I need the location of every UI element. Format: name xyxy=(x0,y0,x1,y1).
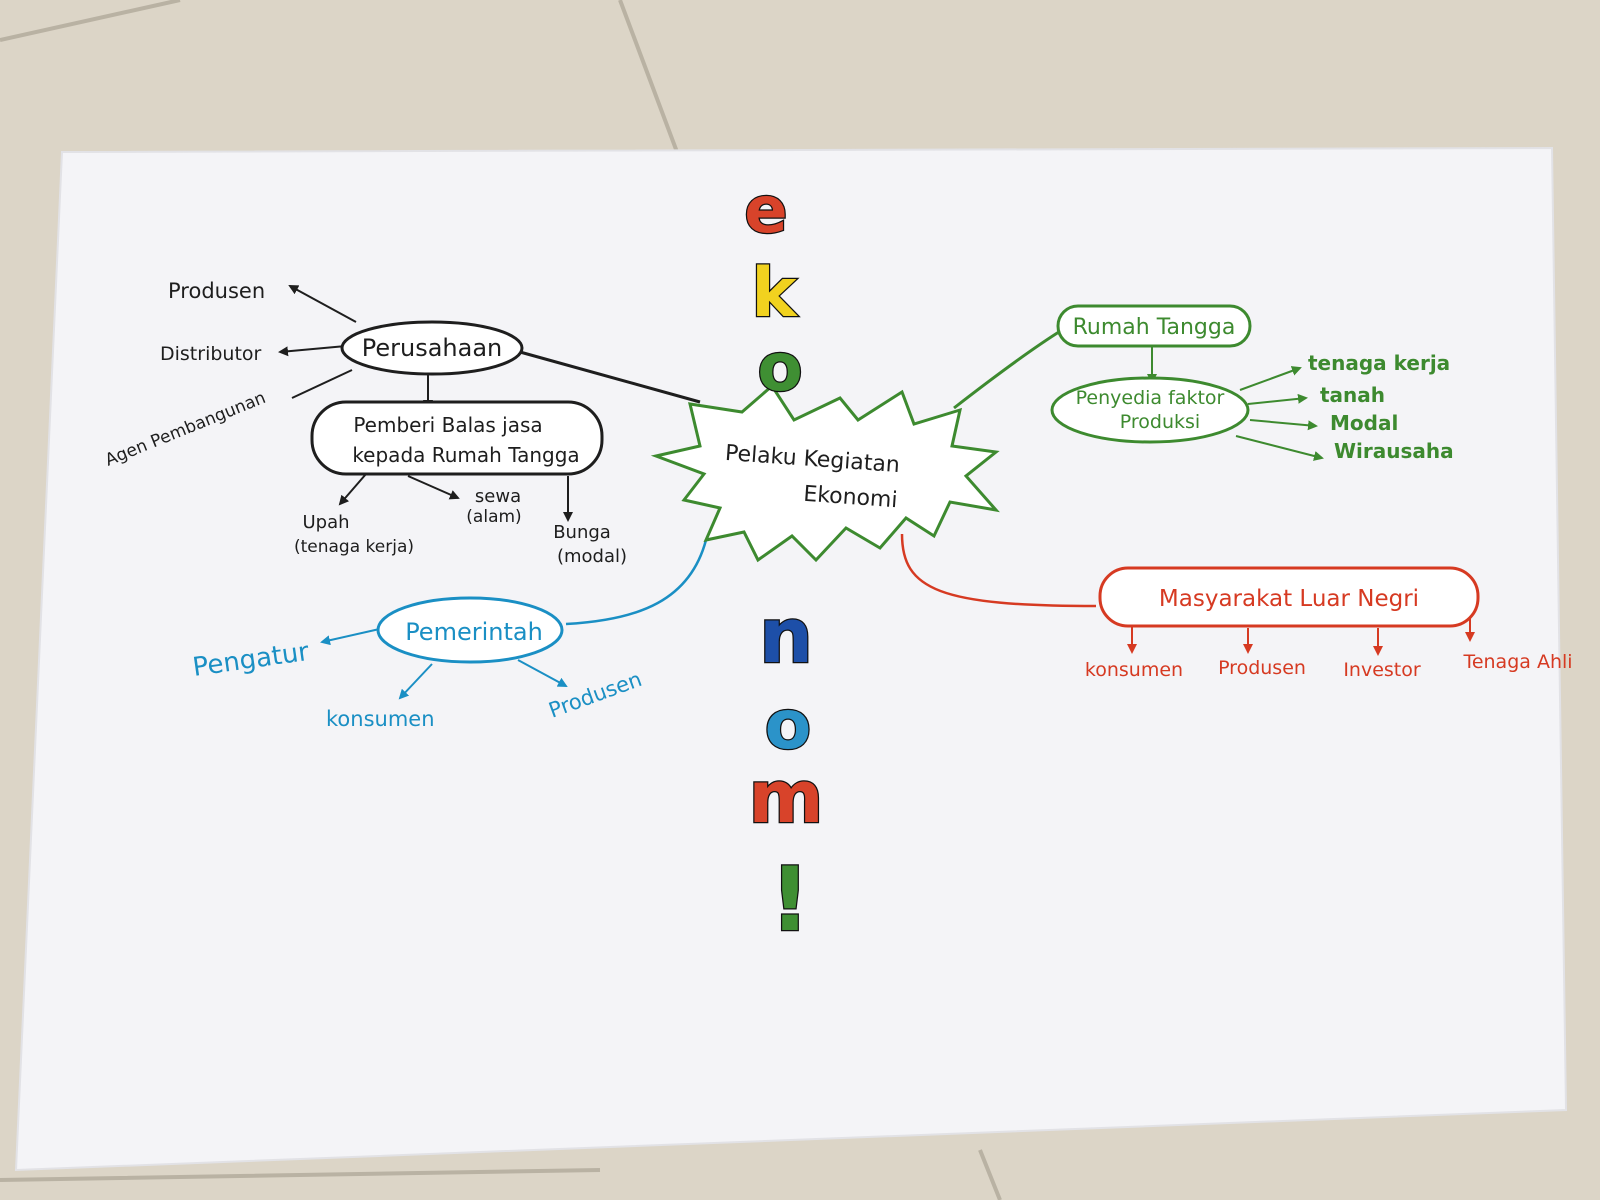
luar-negri-label: Masyarakat Luar Negri xyxy=(1159,586,1419,612)
pemerintah-node xyxy=(376,596,564,664)
title-letter-5: o xyxy=(765,686,812,765)
balas-jasa-line1: Pemberi Balas jasa xyxy=(353,413,542,437)
arrow-konsumen-pem xyxy=(398,663,433,700)
luar-negri-node xyxy=(1098,566,1480,628)
ln-role-tenaga-ahli: Tenaga Ahli xyxy=(1462,651,1572,673)
balas-jasa-node xyxy=(310,400,604,476)
payment-sewa: sewa xyxy=(475,486,521,507)
payment-bunga: Bunga xyxy=(553,522,611,543)
rt-item-wirausaha: Wirausaha xyxy=(1334,439,1454,463)
tile-grout xyxy=(0,0,1002,1200)
ln-role-investor: Investor xyxy=(1343,659,1421,681)
center-starburst xyxy=(650,383,1000,563)
arrow-tenaga-kerja xyxy=(1239,366,1302,391)
arrow-wirausaha xyxy=(1235,435,1324,461)
link-center-luar-negri xyxy=(900,533,1097,608)
title-letter-3: o xyxy=(757,329,802,406)
payment-upah: Upah xyxy=(302,512,349,533)
arrow-pengatur xyxy=(320,627,385,646)
arrow-upah xyxy=(338,473,367,506)
payment-sewa-detail: (alam) xyxy=(466,507,521,527)
faktor-node xyxy=(1050,376,1250,444)
faktor-line1: Penyedia faktor xyxy=(1076,387,1225,409)
title-letter-1: e xyxy=(744,174,787,248)
perusahaan-node xyxy=(340,320,524,376)
line-agen xyxy=(291,369,353,399)
title-letter-6: m xyxy=(748,755,823,839)
rumah-tangga-label: Rumah Tangga xyxy=(1073,315,1236,340)
rumah-tangga-node xyxy=(1056,304,1252,348)
ln-role-produsen: Produsen xyxy=(1218,657,1306,679)
role-produsen: Produsen xyxy=(168,279,265,303)
arrow-produsen xyxy=(288,285,357,323)
pem-role-konsumen: konsumen xyxy=(326,707,435,731)
faktor-line2: Produksi xyxy=(1120,411,1200,433)
title-letter-4: n xyxy=(759,591,813,680)
payment-bunga-detail: (modal) xyxy=(557,546,627,567)
balas-jasa-line2: kepada Rumah Tangga xyxy=(352,443,579,467)
role-distributor: Distributor xyxy=(160,343,262,365)
pemerintah-label: Pemerintah xyxy=(405,618,543,646)
perusahaan-label: Perusahaan xyxy=(362,334,503,362)
payment-upah-detail: (tenaga kerja) xyxy=(294,537,414,557)
rt-item-tanah: tanah xyxy=(1320,383,1385,407)
arrow-produsen-pem xyxy=(517,659,568,687)
title-letter-7: ! xyxy=(770,848,810,951)
rt-item-modal: Modal xyxy=(1330,411,1398,435)
arrow-tanah xyxy=(1247,393,1308,405)
link-center-pemerintah xyxy=(565,539,708,626)
arrow-sewa xyxy=(407,475,460,500)
link-center-rumah-tangga xyxy=(953,328,1063,410)
link-center-perusahaan xyxy=(519,350,701,404)
title-letter-2: k xyxy=(751,254,798,333)
arrow-distributor xyxy=(278,345,347,357)
rt-item-tenaga-kerja: tenaga kerja xyxy=(1308,351,1450,375)
arrow-modal xyxy=(1249,419,1318,431)
ln-role-konsumen: konsumen xyxy=(1085,659,1183,681)
